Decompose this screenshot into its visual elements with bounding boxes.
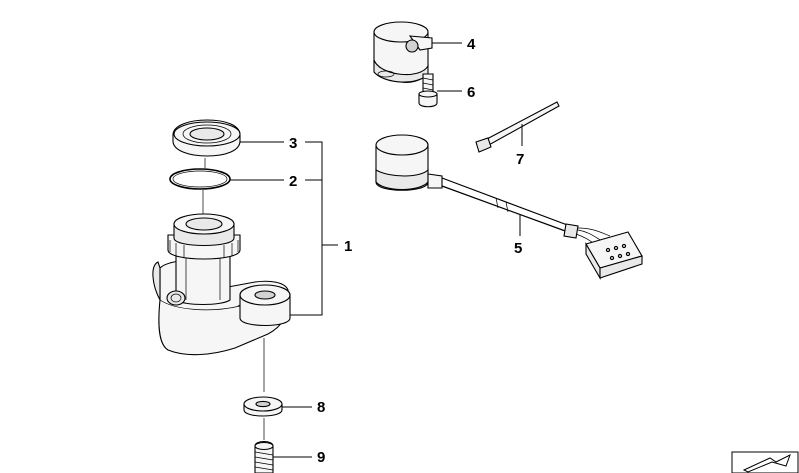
- callout-8: 8: [317, 399, 325, 416]
- callout-9: 9: [317, 449, 325, 466]
- part-8-washer: [243, 396, 283, 417]
- part-4-sensor-unit: [373, 21, 433, 83]
- part-6-screw: [418, 60, 438, 108]
- part-9-bolt: [254, 440, 274, 473]
- part-2-o-ring: [169, 168, 231, 190]
- callout-1: 1: [344, 238, 352, 255]
- callout-2: 2: [289, 173, 297, 190]
- callout-4: 4: [467, 36, 476, 53]
- callout-6: 6: [467, 84, 475, 101]
- callout-7: 7: [516, 151, 524, 168]
- leader-lines: [230, 42, 523, 458]
- part-7-cable-tie: [475, 101, 560, 153]
- callout-5: 5: [514, 240, 522, 257]
- part-1-sensor-housing: [152, 213, 291, 356]
- corner-arrow-logo: [731, 451, 799, 473]
- part-5-sensor-with-cable: [375, 134, 643, 281]
- callout-3: 3: [289, 135, 297, 152]
- part-3-cap-ring: [172, 119, 241, 157]
